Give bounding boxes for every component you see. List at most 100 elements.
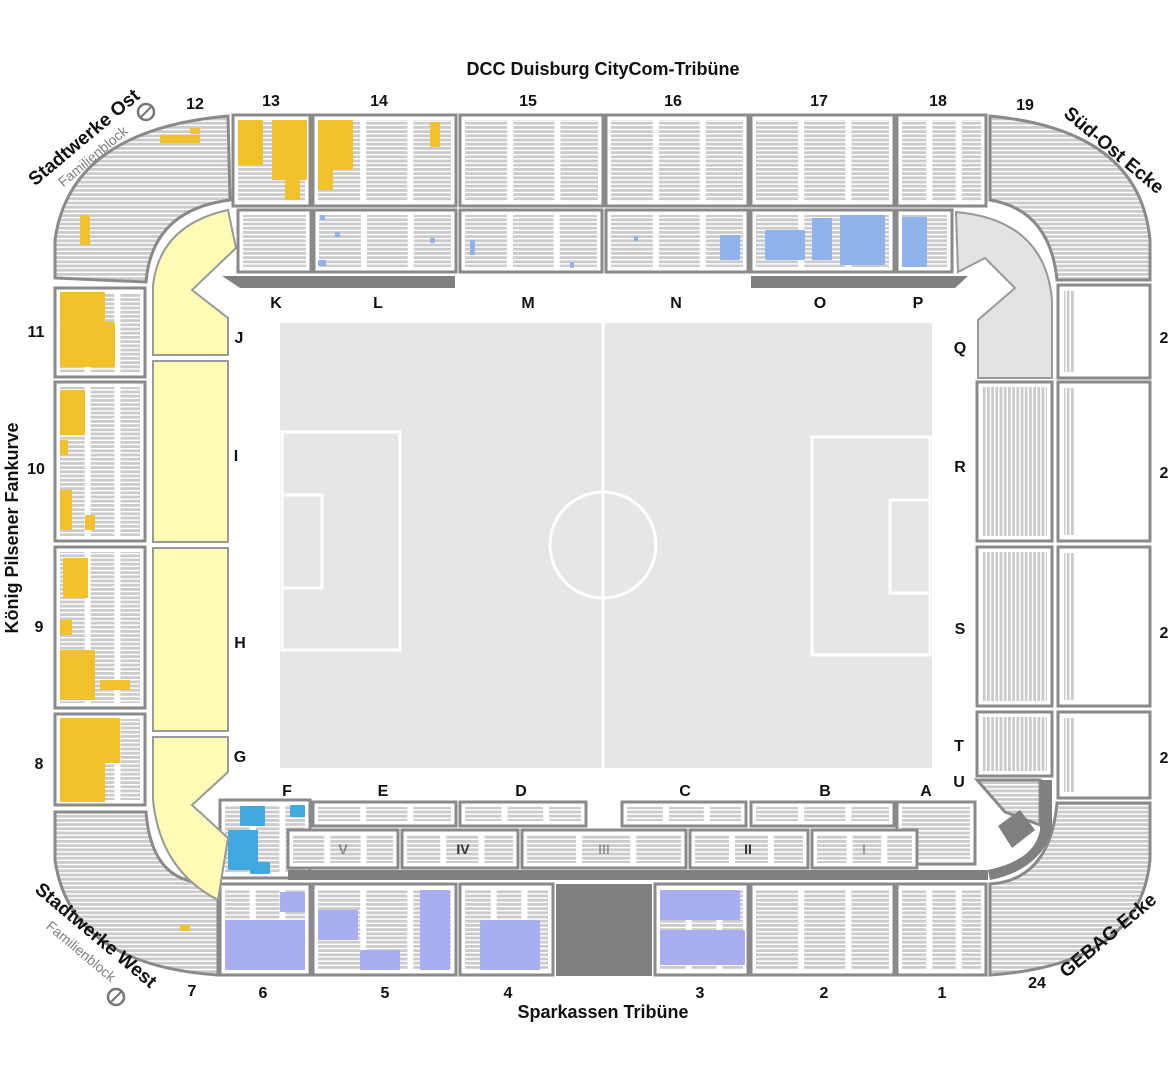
block-I[interactable] xyxy=(152,360,229,543)
west-inner-labels: J I H G xyxy=(234,330,246,766)
svg-text:M: M xyxy=(521,295,534,312)
lounge-III[interactable] xyxy=(520,828,688,870)
svg-text:24: 24 xyxy=(1028,975,1046,992)
south-inner-labels: F E D C B A xyxy=(282,783,932,800)
svg-text:2: 2 xyxy=(820,985,829,1002)
svg-text:10: 10 xyxy=(27,461,45,478)
svg-text:S: S xyxy=(955,621,966,638)
aisle-bars xyxy=(222,276,1052,976)
svg-text:19: 19 xyxy=(1016,97,1034,114)
east-block-labels: 2 2 2 2 xyxy=(1160,330,1169,767)
svg-text:U: U xyxy=(953,774,965,791)
block-7[interactable] xyxy=(53,810,220,977)
west-block-labels: 11 10 9 8 xyxy=(27,324,45,773)
block-18[interactable] xyxy=(895,113,988,208)
svg-text:R: R xyxy=(954,459,966,476)
block-1[interactable] xyxy=(895,882,988,977)
block-M[interactable] xyxy=(458,208,604,274)
svg-text:E: E xyxy=(378,783,389,800)
svg-text:O: O xyxy=(814,295,826,312)
lounge-V[interactable] xyxy=(286,828,400,870)
block-21[interactable] xyxy=(1056,380,1152,543)
svg-text:II: II xyxy=(744,841,752,857)
booked-seats-north xyxy=(80,120,440,245)
block-23[interactable] xyxy=(1056,710,1152,800)
svg-text:Q: Q xyxy=(954,340,966,357)
svg-text:D: D xyxy=(515,783,527,800)
svg-text:2: 2 xyxy=(1160,750,1169,767)
lounge-II[interactable] xyxy=(688,828,810,870)
block-19[interactable] xyxy=(988,114,1152,282)
svg-text:I: I xyxy=(862,841,866,857)
svg-text:9: 9 xyxy=(35,619,44,636)
svg-text:4: 4 xyxy=(504,985,513,1002)
stand-title-west: König Pilsener Fankurve xyxy=(2,422,22,633)
stand-title-south: Sparkassen Tribüne xyxy=(517,1002,688,1022)
east-inner-labels: Q R S T U xyxy=(953,340,966,791)
svg-text:J: J xyxy=(235,330,244,347)
pitch xyxy=(280,323,932,768)
tunnel-area xyxy=(556,884,652,976)
svg-text:5: 5 xyxy=(381,985,390,1002)
svg-text:1: 1 xyxy=(938,985,947,1002)
svg-text:B: B xyxy=(819,783,831,800)
booked-seats-west xyxy=(60,292,190,931)
svg-text:K: K xyxy=(270,295,282,312)
svg-text:6: 6 xyxy=(259,985,268,1002)
block-C[interactable] xyxy=(620,800,748,828)
svg-text:14: 14 xyxy=(370,93,388,110)
block-B[interactable] xyxy=(749,800,896,828)
block-22[interactable] xyxy=(1056,545,1152,708)
svg-text:H: H xyxy=(234,635,246,652)
svg-text:N: N xyxy=(670,295,682,312)
block-L[interactable] xyxy=(312,208,458,274)
block-12[interactable] xyxy=(53,114,232,284)
svg-text:2: 2 xyxy=(1160,625,1169,642)
svg-text:G: G xyxy=(234,749,246,766)
block-15[interactable] xyxy=(458,113,605,208)
svg-text:8: 8 xyxy=(35,756,44,773)
block-20[interactable] xyxy=(1056,283,1152,380)
svg-text:T: T xyxy=(954,738,964,755)
block-24[interactable] xyxy=(988,801,1152,977)
block-T[interactable] xyxy=(975,710,1054,778)
block-17[interactable] xyxy=(749,113,896,208)
top-block-labels: 12 13 14 15 16 17 18 19 xyxy=(186,93,1034,114)
block-16[interactable] xyxy=(604,113,750,208)
block-H[interactable] xyxy=(152,547,229,732)
block-U[interactable] xyxy=(973,778,1042,828)
booked-seats-upper xyxy=(318,215,927,268)
bottom-block-labels: 7 6 5 4 3 2 1 24 xyxy=(188,975,1046,1002)
svg-text:15: 15 xyxy=(519,93,537,110)
svg-text:III: III xyxy=(598,841,610,857)
stand-title-north: DCC Duisburg CityCom-Tribüne xyxy=(467,59,740,79)
svg-text:2: 2 xyxy=(1160,330,1169,347)
svg-text:2: 2 xyxy=(1160,465,1169,482)
block-K[interactable] xyxy=(236,208,313,274)
top-inner-labels: K L M N O P xyxy=(270,295,923,312)
lounge-labels: V IV III II I xyxy=(338,841,866,857)
block-R[interactable] xyxy=(975,380,1054,543)
booked-seats-south xyxy=(225,890,745,970)
block-G[interactable] xyxy=(152,736,230,902)
lounge-I[interactable] xyxy=(810,828,919,870)
block-2[interactable] xyxy=(749,882,896,977)
block-E[interactable] xyxy=(311,800,458,828)
svg-text:12: 12 xyxy=(186,96,204,113)
booked-seats-F xyxy=(228,805,305,874)
block-D[interactable] xyxy=(458,800,588,828)
svg-text:16: 16 xyxy=(664,93,682,110)
block-J[interactable] xyxy=(152,208,238,356)
block-S[interactable] xyxy=(975,545,1054,708)
block-Q[interactable] xyxy=(954,210,1053,379)
svg-text:18: 18 xyxy=(929,93,947,110)
no-smoking-icon xyxy=(136,102,156,122)
west-standing-area xyxy=(152,208,238,902)
svg-text:IV: IV xyxy=(456,841,470,857)
svg-text:L: L xyxy=(373,295,383,312)
svg-text:7: 7 xyxy=(188,983,197,1000)
lounge-IV[interactable] xyxy=(400,828,520,870)
svg-text:C: C xyxy=(679,783,691,800)
svg-text:P: P xyxy=(913,295,924,312)
svg-text:13: 13 xyxy=(262,93,280,110)
